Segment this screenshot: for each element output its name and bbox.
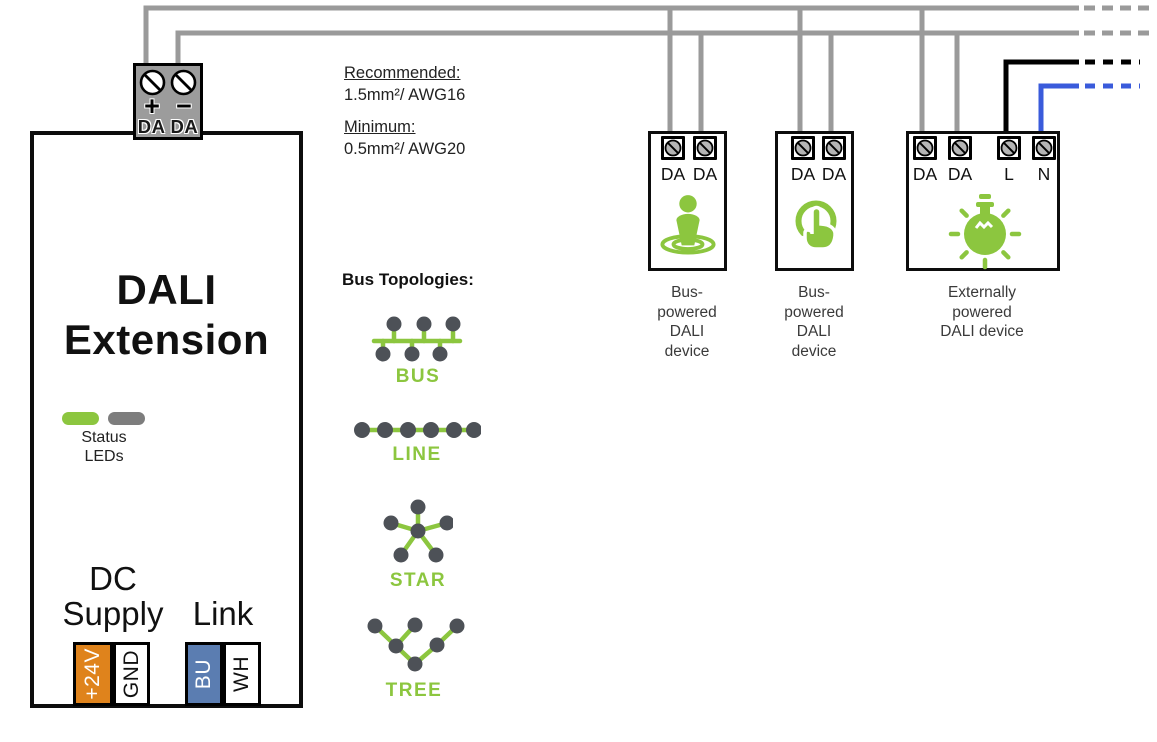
polarity-row: + − [136,91,200,121]
da-terminal-label: DA [660,164,686,184]
bus-topology-label: BUS [395,366,441,387]
recommended-label: Recommended: [344,64,461,82]
caption-line: device [791,342,837,360]
link-label: Link [192,595,254,632]
terminal-plus24v-label: +24V [81,648,104,700]
tree-topology-icon [363,615,465,678]
da-minus-bus-wire [175,30,1079,80]
terminal-bu-label: BU [192,658,215,690]
caption-line: DALI [669,323,705,340]
screw-terminal-icon [948,136,972,160]
terminal-wh-label: WH [230,656,253,692]
da-terminal-label: DA [692,164,718,184]
terminal-plus24v: +24V [73,642,113,706]
bus-topology-icon [370,316,466,367]
da-right-label: DA [170,116,199,137]
caption-line: Externally [947,284,1017,301]
externally-powered-dali-device: DA DA L N [906,131,1060,271]
da-terminal-label: DA [790,164,816,184]
device3-caption: Externally powered DALI device [919,283,1045,342]
status-leds-label: Status LEDs [81,429,127,465]
line-topology-label: LINE [392,444,442,465]
plus-label: + [144,91,160,121]
terminal-gnd: GND [113,642,150,706]
caption-line: device [664,342,710,360]
star-topology-icon [383,499,455,568]
spacer [344,106,465,116]
recommended-value: 1.5mm²/ AWG16 [344,86,466,104]
extension-title: DALI Extension [63,266,270,363]
bus-powered-dali-device-2: DA DA [775,131,854,271]
caption-line: DALI [796,323,832,340]
bus-topologies-heading: Bus Topologies: [342,270,474,289]
bus-powered-dali-device-1: DA DA [648,131,727,271]
minus-label: − [176,91,192,121]
caption-line: DALI device [940,323,1024,340]
terminal-link-bu: BU [185,642,223,706]
caption-line: powered [657,303,717,321]
screw-terminal-icon [139,69,166,96]
da-plus-bus-wire [143,5,1079,80]
terminal-gnd-label: GND [119,649,143,699]
light-bulb-icon [945,192,1025,275]
da-labels-row: DA DA [136,116,200,138]
mains-l-wire [1003,59,1079,150]
l-terminal-label: L [1004,164,1014,184]
screw-terminal-icon [997,136,1021,160]
touch-button-icon [789,196,843,263]
da-terminal-label: DA [912,164,938,184]
screw-terminal-icon [170,69,197,96]
minimum-label: Minimum: [344,118,416,136]
da-terminal-label: DA [947,164,973,184]
caption-line: powered [952,303,1012,321]
minimum-value: 0.5mm²/ AWG20 [344,140,466,158]
line-topology-icon [353,420,482,445]
mains-n-wire [1038,83,1079,150]
screw-terminal-icon [661,136,685,160]
screw-terminal-icon [693,136,717,160]
wire-gauge-specs: Recommended: 1.5mm²/ AWG16 Minimum: 0.5m… [344,62,465,160]
tree-topology-label: TREE [385,680,443,701]
screw-terminal-icon [822,136,846,160]
star-topology-label: STAR [389,570,447,591]
presence-sensor-icon [659,192,717,265]
screw-terminal-icon [791,136,815,160]
caption-line: Bus- [798,284,830,301]
status-led-green-icon [62,412,99,425]
device2-caption: Bus- powered DALI device [774,283,854,361]
da-terminal-label: DA [821,164,847,184]
dc-supply-label: DC Supply [62,560,164,632]
da-terminal-block: + − DA DA [133,63,203,140]
screw-terminal-icon [1032,136,1056,160]
screw-terminal-icon [913,136,937,160]
dali-extension-unit: DALI Extension Status LEDs DC Supply Lin… [30,131,303,708]
device1-caption: Bus- powered DALI device [647,283,727,361]
status-led-gray-icon [108,412,145,425]
caption-line: powered [784,303,844,321]
terminal-link-wh: WH [223,642,261,706]
caption-line: Bus- [671,284,703,301]
da-left-label: DA [137,116,165,137]
n-terminal-label: N [1037,164,1051,184]
